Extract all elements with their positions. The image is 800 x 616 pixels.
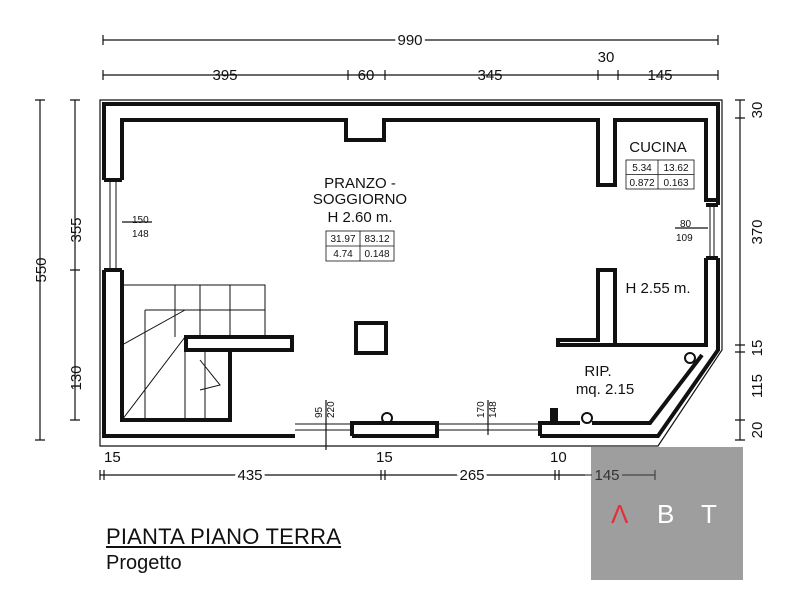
window-dim: 109 [676,233,693,244]
dim-top: 30 [598,49,615,66]
room-table-cell: 31.97 [330,234,355,245]
dim-top: 145 [647,67,672,84]
pipe-icon [684,352,696,364]
dim-top: 395 [212,67,237,84]
door-dim: 220 [326,401,337,418]
room-area: mq. 2.15 [576,381,634,398]
dim-right: 30 [749,102,766,119]
door-dim: 95 [314,406,325,418]
dim-bottom: 435 [237,467,262,484]
room-table-cell: 5.34 [632,163,652,174]
dim-total-width: 990 [397,32,422,49]
dim-right: 20 [749,422,766,439]
room-name: PRANZO - [324,175,396,192]
dim-bottom: 145 [594,467,619,484]
door-dim: 170 [476,401,487,418]
logo-letter-b: B [657,499,675,529]
dim-bottom-small: 10 [550,449,567,466]
window-dim: 148 [132,229,149,240]
outer-wall-outline [99,99,723,447]
dim-bottom-small: 15 [376,449,393,466]
window-dim: 150 [132,215,149,226]
room-name: CUCINA [629,139,687,156]
dim-bottom-small: 15 [104,449,121,466]
room-name: RIP. [584,363,611,380]
room-name: SOGGIORNO [313,191,407,208]
dim-top: 60 [358,67,375,84]
dim-right: 115 [749,374,766,398]
dim-bottom: 265 [459,467,484,484]
drawing-subtitle: Progetto [106,552,182,574]
room-table-cell: 13.62 [663,163,688,174]
drawing-title: PIANTA PIANO TERRA [106,524,342,549]
dim-left: 355 [68,217,85,242]
room-height: H 2.55 m. [625,280,690,297]
dim-total-height: 550 [33,257,50,282]
dim-right: 370 [749,219,766,244]
door-dim: 148 [488,401,499,418]
staircase [121,284,266,421]
logo-letter-a: Λ [611,499,629,529]
windows [100,180,715,447]
dimension-line-over-logo [585,470,656,480]
abt-logo: Λ B T [591,447,743,580]
dimension-lines [35,35,745,480]
window-dim: 80 [680,219,692,230]
room-height: H 2.60 m. [327,209,392,226]
dim-left: 130 [68,365,85,390]
room-table-cell: 0.163 [663,178,688,189]
dim-right: 15 [749,340,766,357]
room-table-cell: 0.148 [364,249,389,260]
pipe-icon [581,412,593,424]
room-table-cell: 83.12 [364,234,389,245]
room-table-cell: 0.872 [629,178,654,189]
logo-letter-t: T [701,499,717,529]
room-table-cell: 4.74 [333,249,353,260]
walls [102,102,720,438]
pipe-icon [381,412,393,424]
dim-top: 345 [477,67,502,84]
